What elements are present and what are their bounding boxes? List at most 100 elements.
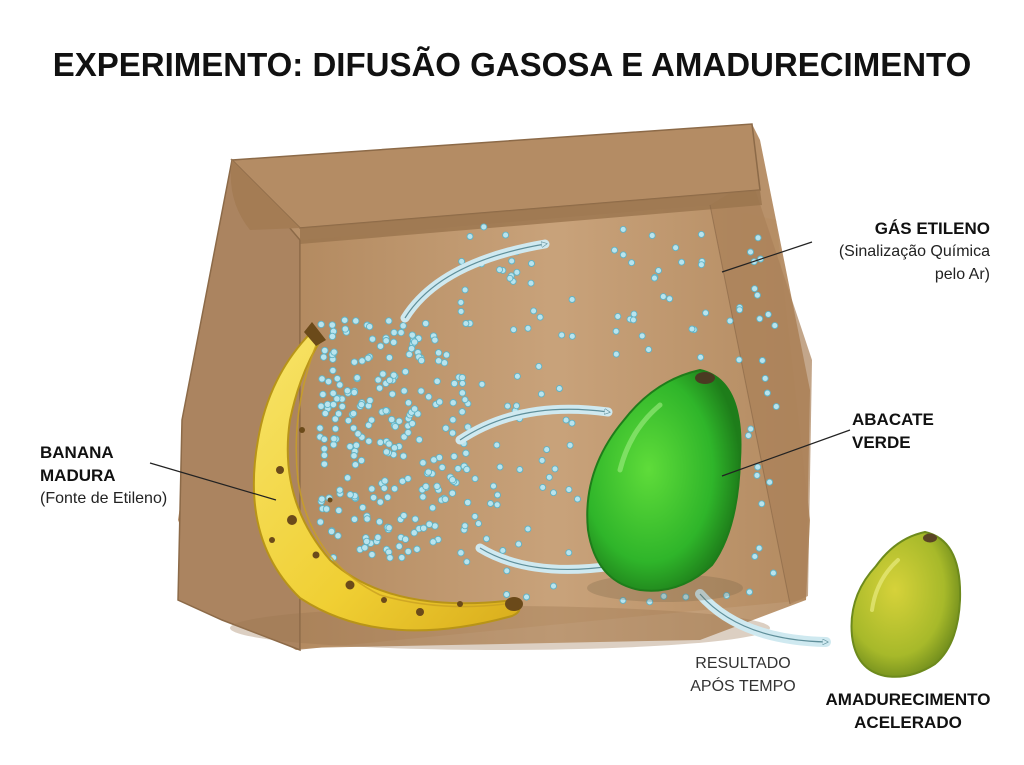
gas-molecule-icon (530, 307, 538, 315)
banana-icon (252, 322, 523, 632)
gas-molecule-icon (483, 535, 490, 543)
gas-molecule-icon (568, 296, 576, 303)
gas-molecule-icon (316, 518, 325, 526)
gas-molecule-icon (565, 486, 573, 494)
gas-molecule-icon (457, 549, 465, 557)
gas-molecule-icon (410, 338, 419, 346)
gas-molecule-icon (316, 424, 324, 432)
gas-molecule-icon (536, 313, 544, 321)
result-label-line2: APÓS TEMPO (690, 678, 796, 695)
gas-molecule-icon (382, 448, 391, 456)
gas-molecule-icon (655, 267, 662, 275)
gas-molecule-icon (422, 482, 430, 491)
diffusion-arrows (400, 239, 831, 647)
avocado-label-line2: VERDE (852, 433, 911, 452)
gas-molecule-icon (758, 357, 766, 364)
gas-molecule-icon (411, 515, 419, 523)
gas-molecule-icon (527, 279, 535, 287)
gas-molecule-icon (404, 474, 412, 483)
gas-molecule-icon (487, 500, 494, 507)
gas-molecule-icon (464, 498, 472, 507)
gas-molecule-icon (386, 376, 394, 384)
gas-molecule-icon (338, 402, 346, 411)
banana-label: BANANA MADURA (Fonte de Etileno) (40, 441, 167, 510)
gas-molecule-icon (320, 445, 328, 453)
gas-molecule-icon (318, 375, 326, 383)
gas-molecule-icon (611, 246, 618, 254)
ripe-avocado-icon (850, 530, 962, 678)
gas-molecule-icon (374, 533, 382, 542)
gas-molecule-icon (398, 553, 406, 562)
gas-molecule-icon (761, 374, 769, 382)
gas-molecule-icon (516, 466, 524, 473)
gas-molecule-icon (375, 384, 384, 392)
gas-molecule-icon (341, 316, 349, 324)
gas-molecule-icon (419, 493, 427, 501)
gas-molecule-icon (410, 405, 419, 413)
gas-molecule-icon (545, 473, 553, 481)
gas-molecule-icon (619, 596, 627, 604)
gas-molecule-icon (417, 387, 425, 395)
gas-molecule-icon (612, 350, 620, 358)
gas-molecule-icon (756, 315, 764, 323)
gas-molecule-icon (382, 407, 390, 415)
gas-molecule-icon (329, 400, 338, 409)
gas-molecule-icon (490, 482, 497, 490)
gas-molecule-icon (413, 545, 421, 553)
gas-molecule-icon (385, 440, 393, 448)
gas-molecule-icon (458, 373, 466, 382)
gas-molecule-icon (503, 567, 511, 575)
gas-molecule-icon (666, 295, 674, 303)
gas-molecule-icon (328, 332, 337, 341)
gas-molecule-icon (321, 346, 329, 355)
leader-lines (149, 241, 851, 501)
gas-molecule-icon (318, 495, 326, 503)
gas-molecule-icon (422, 319, 430, 328)
gas-molecule-icon (399, 322, 407, 330)
gas-molecule-icon (754, 463, 762, 471)
gas-molecule-icon (682, 593, 690, 601)
gas-molecule-icon (375, 518, 384, 526)
gas-molecule-icon (568, 332, 576, 340)
gas-molecule-icon (401, 368, 410, 376)
gas-molecule-icon (343, 474, 352, 482)
gas-molecule-icon (461, 396, 469, 404)
gas-molecule-icon (353, 374, 361, 382)
gas-molecule-icon (619, 225, 627, 233)
gas-molecule-icon (758, 500, 766, 508)
ethylene-gas-cloud (316, 223, 780, 606)
banana-label-sub: (Fonte de Etileno) (40, 490, 168, 507)
gas-molecule-icon (697, 230, 705, 238)
gas-molecule-icon (391, 422, 399, 431)
gas-molecule-icon (751, 553, 759, 560)
gas-molecule-icon (419, 524, 428, 532)
gas-molecule-icon (457, 307, 465, 315)
gas-molecule-icon (350, 452, 358, 460)
gas-molecule-icon (320, 451, 329, 459)
gas-molecule-icon (462, 449, 470, 457)
gas-molecule-icon (772, 403, 780, 411)
result-label-line1: RESULTADO (695, 655, 791, 672)
gas-molecule-icon (327, 527, 336, 536)
gas-molecule-icon (357, 456, 366, 465)
gas-molecule-icon (329, 441, 338, 449)
gas-molecule-icon (568, 419, 576, 427)
gas-molecule-icon (322, 505, 331, 513)
gas-molecule-icon (382, 337, 390, 345)
gas-molecule-icon (562, 416, 570, 424)
gas-molecule-icon (459, 379, 466, 387)
gas-molecule-icon (350, 388, 358, 397)
gas-molecule-icon (354, 430, 362, 438)
gas-molecule-icon (368, 485, 376, 493)
gas-molecule-icon (321, 409, 329, 418)
gas-molecule-icon (428, 504, 437, 512)
gas-molecule-icon (390, 371, 398, 379)
banana-label-line1: BANANA (40, 443, 114, 462)
ethylene-gas-title: GÁS ETILENO (874, 219, 990, 238)
gas-molecule-icon (769, 569, 777, 577)
gas-molecule-icon (395, 417, 403, 425)
gas-molecule-icon (723, 591, 731, 599)
gas-molecule-icon (450, 379, 459, 388)
gas-molecule-icon (366, 396, 374, 405)
